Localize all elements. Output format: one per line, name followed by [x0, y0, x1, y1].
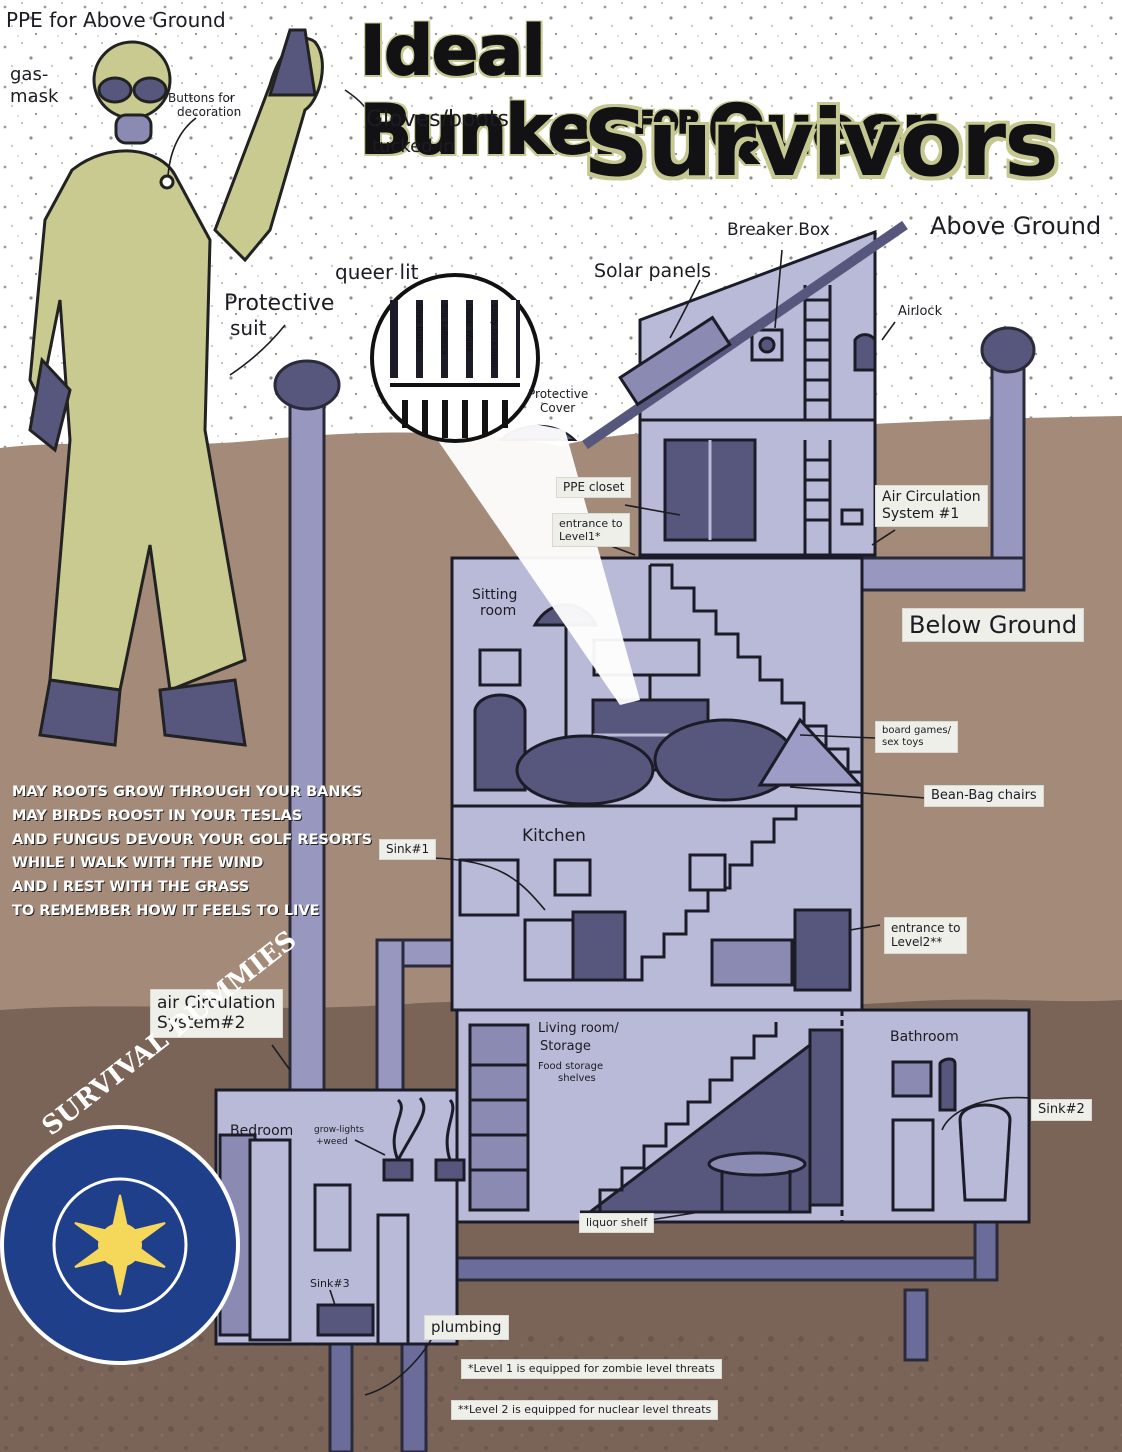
title-queer: Queer	[707, 90, 937, 171]
bedroom	[214, 1088, 466, 1346]
poem-line-4: WHILE I WALK WITH THE WIND	[12, 855, 264, 872]
poem-line-5: AND I REST WITH THE GRASS	[12, 879, 250, 896]
poem-line-2: MAY BIRDS ROOST IN YOUR TESLAS	[12, 807, 303, 824]
grow-lights-label-1: grow-lights	[314, 1125, 364, 1135]
sitting-room-label-1: Sitting	[472, 587, 518, 603]
kitchen-label: Kitchen	[522, 826, 586, 846]
book-spine-1: Emily Dickinson	[490, 304, 499, 368]
queer-lit-magnifier	[370, 273, 640, 705]
footnote-level1: *Level 1 is equipped for zombie level th…	[462, 1360, 721, 1379]
solar-panels	[582, 220, 908, 450]
plumbing-label: plumbing	[425, 1316, 508, 1339]
gas-mask-label-2: mask	[10, 86, 59, 107]
gloves-label-2: tucked in	[372, 136, 455, 157]
poster-subtitle-survivors: Survivors	[583, 90, 1059, 197]
title-ideal-bunker: Ideal Bunker	[359, 11, 628, 171]
living-room-label-2: Storage	[540, 1039, 591, 1054]
sink1-label: Sink#1	[380, 840, 436, 860]
entrance-level1-line2: Level1*	[559, 530, 601, 544]
food-storage-label-1: Food storage	[538, 1061, 604, 1072]
food-storage-label-2: shelves	[558, 1073, 596, 1084]
book-spine-2: Oscar Wilde	[465, 304, 474, 352]
ppe-heading: PPE for Above Ground	[6, 8, 226, 32]
entrance-level2-line2: Level2**	[891, 935, 943, 950]
entrance-level2-line1: entrance to	[891, 921, 961, 935]
sitting-room-label-2: room	[480, 603, 517, 619]
sink3-label: Sink#3	[310, 1277, 350, 1290]
gas-mask-label-1: gas-	[10, 64, 49, 85]
air-circulation-2-line2: System#2	[157, 1013, 246, 1034]
poem-line-3: AND FUNGUS DEVOUR YOUR GOLF RESORTS	[12, 831, 373, 848]
air-circulation-1-line1: Air Circulation	[882, 489, 981, 505]
protective-cover-label-2: Cover	[540, 401, 576, 415]
book-spine-3: Eric LaRocca	[440, 304, 449, 355]
ppe-closet-label: PPE closet	[557, 478, 631, 498]
book-spine-4: Clive Barker	[415, 304, 424, 353]
buttons-label-1: Buttons for	[168, 91, 235, 105]
protective-cover-label-1: Protective	[528, 387, 589, 401]
upper-house	[638, 229, 877, 557]
below-ground-label: Below Ground	[903, 609, 1084, 642]
bedroom-label: Bedroom	[230, 1123, 294, 1139]
air-pipe-right	[858, 326, 1036, 592]
poem-line-6: TO REMEMBER HOW IT FEELS TO LIVE	[12, 902, 320, 919]
airlock-label: Airlock	[898, 304, 943, 319]
above-ground-label: Above Ground	[930, 212, 1102, 240]
suit-label-2: suit	[230, 316, 267, 340]
breaker-box-label: Breaker Box	[727, 220, 830, 240]
entrance-level1-line1: entrance to	[559, 517, 623, 530]
air-circulation-2-line1: air Circulation	[157, 993, 276, 1013]
queer-lit-label: queer lit	[335, 260, 419, 284]
living-room-label-1: Living room/	[538, 1021, 619, 1036]
suit-label-1: Protective	[224, 291, 335, 316]
level-2	[455, 1008, 1031, 1224]
bottom-dirt	[0, 1330, 1122, 1452]
grow-lights-label-2: +weed	[316, 1137, 348, 1147]
poem: MAY ROOTS GROW THROUGH YOUR BANKS MAY BI…	[12, 781, 372, 924]
liquor-shelf-label: liquor shelf	[580, 1214, 654, 1233]
board-games-line2: sex toys	[882, 737, 924, 748]
gloves-label-1: Gloves/boots	[366, 107, 510, 132]
poem-line-1: MAY ROOTS GROW THROUGH YOUR BANKS	[12, 784, 363, 800]
hazmat-figure	[28, 28, 324, 747]
bean-bag-label: Bean-Bag chairs	[925, 786, 1043, 807]
bathroom-label: Bathroom	[890, 1029, 959, 1045]
air-circulation-1-line2: System #1	[882, 505, 960, 522]
survival-dummies-logo	[0, 1125, 240, 1365]
title-for: FOR	[633, 105, 702, 142]
buttons-label-2: decoration	[177, 105, 242, 119]
sink2-label: Sink#2	[1032, 1100, 1091, 1121]
solar-panels-label: Solar panels	[594, 260, 712, 282]
board-games-label: board games/sex toys	[876, 722, 958, 752]
footnote-level2: **Level 2 is equipped for nuclear level …	[452, 1401, 718, 1420]
board-games-line1: board games/	[882, 725, 952, 736]
level-1	[450, 556, 864, 1012]
